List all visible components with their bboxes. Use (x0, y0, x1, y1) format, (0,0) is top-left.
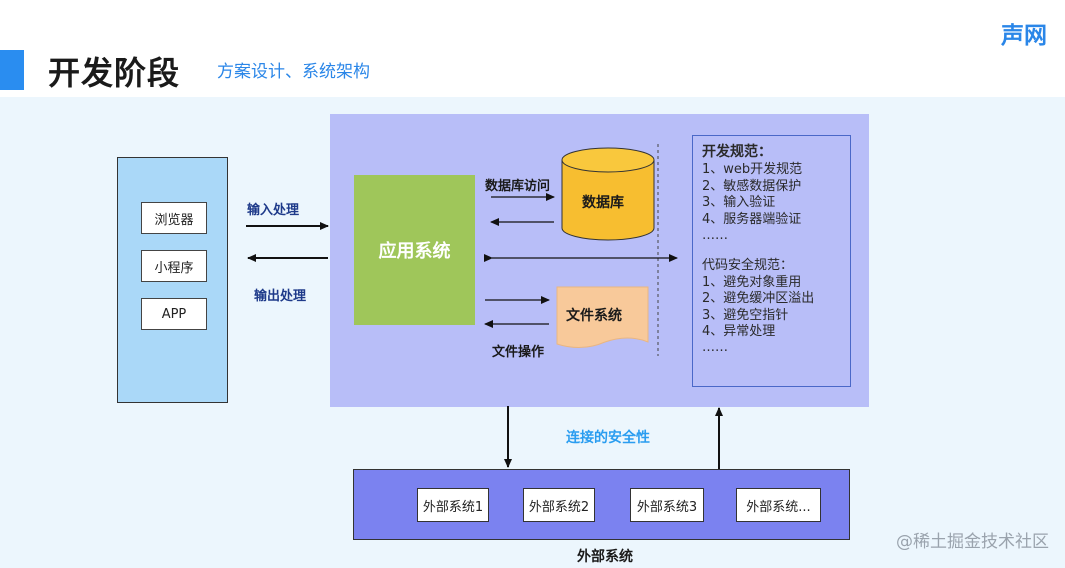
connection-security-label: 连接的安全性 (566, 430, 650, 446)
database-icon (561, 147, 655, 241)
external-systems-panel: 外部系统1 外部系统2 外部系统3 外部系统... (353, 469, 850, 540)
client-mini-program: 小程序 (141, 250, 207, 282)
page-subtitle: 方案设计、系统架构 (217, 62, 370, 82)
dev-rule-item: 3、输入验证 (702, 195, 776, 211)
external-system-3: 外部系统3 (630, 488, 704, 522)
client-app: APP (141, 298, 207, 330)
code-rule-item: 4、异常处理 (702, 324, 776, 340)
client-browser: 浏览器 (141, 202, 207, 234)
app-system-box: 应用系统 (354, 175, 475, 325)
dev-rules-title: 开发规范： (702, 144, 772, 160)
header-accent-bar (0, 50, 24, 90)
output-processing-label: 输出处理 (254, 289, 307, 304)
input-processing-label: 输入处理 (247, 203, 300, 218)
client-panel: 浏览器 小程序 APP (117, 157, 228, 403)
external-system-2: 外部系统2 (523, 488, 595, 522)
dev-rule-item: 4、服务器端验证 (702, 211, 802, 227)
watermark: @稀土掘金技术社区 (896, 532, 1049, 552)
rules-panel: 开发规范： 1、web开发规范 2、敏感数据保护 3、输入验证 4、服务器端验证… (692, 135, 851, 387)
code-rule-item: 2、避免缓冲区溢出 (702, 291, 815, 307)
file-ops-label: 文件操作 (492, 345, 545, 360)
code-rule-item: 3、避免空指针 (702, 307, 789, 323)
brand-logo: 声网 (1001, 23, 1047, 49)
dev-rule-item: …… (702, 228, 728, 244)
code-rule-item: 1、避免对象重用 (702, 274, 802, 290)
page-title: 开发阶段 (48, 54, 181, 92)
external-system-more: 外部系统... (736, 488, 821, 522)
code-rule-item: …… (702, 340, 728, 356)
file-system-label: 文件系统 (566, 308, 622, 324)
external-systems-label: 外部系统 (577, 549, 633, 565)
dev-rule-item: 2、敏感数据保护 (702, 178, 802, 194)
db-access-label: 数据库访问 (485, 179, 551, 194)
external-system-1: 外部系统1 (417, 488, 489, 522)
database-label: 数据库 (582, 195, 624, 211)
file-system-icon (556, 286, 649, 348)
dev-rule-item: 1、web开发规范 (702, 162, 803, 178)
code-rules-title: 代码安全规范： (702, 258, 794, 274)
